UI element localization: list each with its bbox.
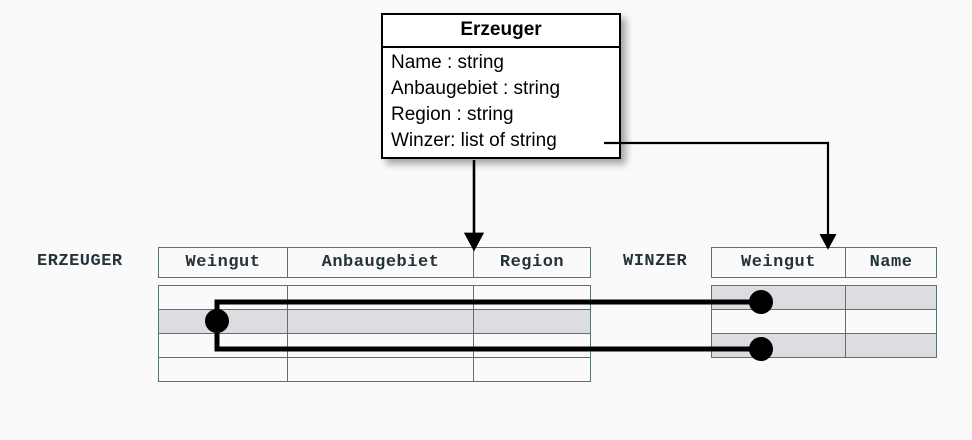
uml-attribute-winzer: Winzer: list of string: [391, 130, 557, 151]
connector-winzer-attr-to-winzer-table: [604, 141, 837, 250]
table-cell: [845, 285, 937, 310]
table-row[interactable]: [158, 333, 591, 358]
table-row[interactable]: [711, 309, 937, 334]
column-header-name: Name: [845, 247, 937, 278]
gap-cell: [846, 278, 937, 286]
table-cell: [158, 285, 288, 310]
table-cell: [711, 309, 846, 334]
table-cell: [158, 357, 288, 382]
uml-attribute-name: Name : string: [391, 52, 504, 73]
column-header-region: Region: [473, 247, 591, 278]
table-row[interactable]: [158, 285, 591, 310]
table-header-row: Weingut Anbaugebiet Region: [158, 247, 591, 278]
header-body-gap: [159, 278, 591, 286]
gap-cell: [159, 278, 288, 286]
table-cell: [845, 309, 937, 334]
table-cell: [287, 357, 474, 382]
table-cell: [711, 285, 846, 310]
column-header-weingut: Weingut: [711, 247, 846, 278]
relational-table-winzer: Weingut Name: [711, 247, 937, 358]
uml-class-name: Erzeuger: [383, 15, 619, 48]
relational-table-erzeuger: Weingut Anbaugebiet Region: [158, 247, 591, 382]
uml-attribute-anbaugebiet: Anbaugebiet : string: [391, 78, 561, 99]
table-label-winzer: WINZER: [623, 252, 688, 271]
table-cell: [287, 285, 474, 310]
table-label-erzeuger: ERZEUGER: [37, 252, 123, 271]
table-cell: [473, 309, 591, 334]
column-header-anbaugebiet: Anbaugebiet: [287, 247, 474, 278]
table-cell: [473, 357, 591, 382]
uml-class-box-erzeuger: Erzeuger Name : string Anbaugebiet : str…: [381, 13, 621, 159]
uml-attribute-region: Region : string: [391, 104, 514, 125]
table-row[interactable]: [158, 357, 591, 382]
table-cell: [287, 333, 474, 358]
uml-attribute-list: Name : string Anbaugebiet : string Regio…: [383, 48, 619, 157]
table-cell: [158, 333, 288, 358]
table-cell: [287, 309, 474, 334]
table-header-row: Weingut Name: [711, 247, 937, 278]
table-row[interactable]: [158, 309, 591, 334]
table-cell: [711, 333, 846, 358]
table-cell: [845, 333, 937, 358]
column-header-weingut: Weingut: [158, 247, 288, 278]
table-row[interactable]: [711, 333, 937, 358]
gap-cell: [712, 278, 846, 286]
header-body-gap: [712, 278, 937, 286]
table-row[interactable]: [711, 285, 937, 310]
table-cell: [473, 285, 591, 310]
gap-cell: [288, 278, 474, 286]
table-cell: [473, 333, 591, 358]
gap-cell: [474, 278, 591, 286]
table-cell: [158, 309, 288, 334]
